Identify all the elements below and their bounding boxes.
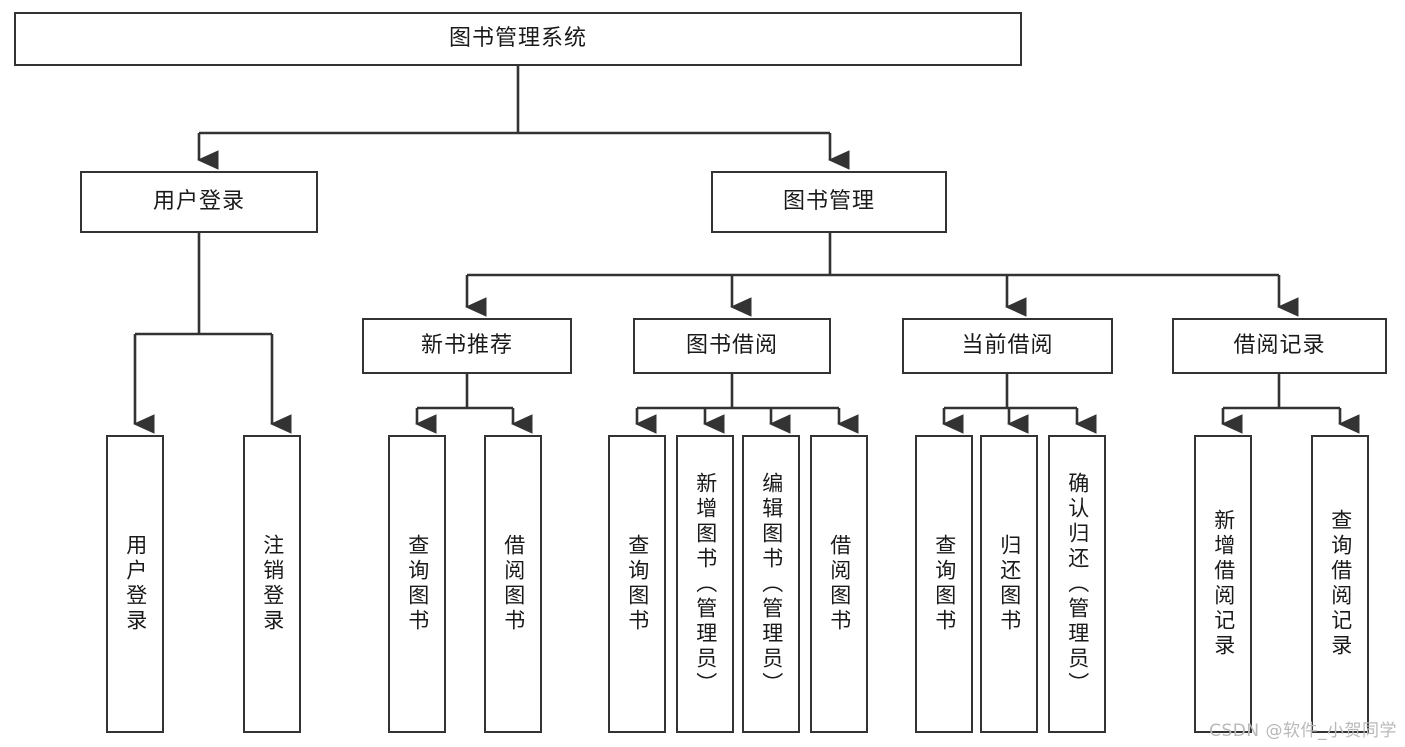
node-label: 借阅图书: [827, 534, 852, 634]
leaf-confirm-return-admin[interactable]: 确认归还（管理员）: [1048, 435, 1106, 733]
node-label: 新增借阅记录: [1211, 509, 1236, 659]
leaf-add-book-admin[interactable]: 新增图书（管理员）: [676, 435, 734, 733]
node-borrow-record[interactable]: 借阅记录: [1172, 318, 1387, 374]
node-label: 新书推荐: [420, 333, 513, 359]
node-label: 当前借阅: [961, 333, 1054, 359]
node-user-login[interactable]: 用户登录: [80, 171, 318, 233]
leaf-query-borrow-record[interactable]: 查询借阅记录: [1311, 435, 1369, 733]
node-label: 确认归还（管理员）: [1065, 471, 1090, 697]
leaf-query-book-current[interactable]: 查询图书: [915, 435, 973, 733]
node-new-book-recommend[interactable]: 新书推荐: [362, 318, 572, 374]
node-label: 查询图书: [405, 534, 430, 634]
node-label: 用户登录: [123, 534, 148, 634]
node-label: 归还图书: [997, 534, 1022, 634]
node-label: 注销登录: [260, 534, 285, 634]
node-book-borrow[interactable]: 图书借阅: [633, 318, 831, 374]
node-label: 借阅记录: [1233, 333, 1326, 359]
node-label: 图书管理: [782, 189, 875, 215]
leaf-return-book[interactable]: 归还图书: [980, 435, 1038, 733]
node-current-borrow[interactable]: 当前借阅: [902, 318, 1113, 374]
leaf-edit-book-admin[interactable]: 编辑图书（管理员）: [742, 435, 800, 733]
node-label: 编辑图书（管理员）: [759, 471, 784, 697]
node-root-system[interactable]: 图书管理系统: [14, 12, 1022, 66]
leaf-query-book-recommend[interactable]: 查询图书: [388, 435, 446, 733]
watermark-text: CSDN @软件_小贺同学: [1209, 721, 1397, 741]
node-book-management[interactable]: 图书管理: [711, 171, 947, 233]
node-label: 查询借阅记录: [1328, 509, 1353, 659]
node-label: 查询图书: [932, 534, 957, 634]
leaf-user-login[interactable]: 用户登录: [106, 435, 164, 733]
node-label: 用户登录: [152, 189, 245, 215]
leaf-logout[interactable]: 注销登录: [243, 435, 301, 733]
leaf-query-book-borrow[interactable]: 查询图书: [608, 435, 666, 733]
node-label: 图书借阅: [685, 333, 778, 359]
node-label: 借阅图书: [501, 534, 526, 634]
node-label: 新增图书（管理员）: [693, 471, 718, 697]
leaf-add-borrow-record[interactable]: 新增借阅记录: [1194, 435, 1252, 733]
node-label: 图书管理系统: [448, 26, 587, 52]
leaf-borrow-book[interactable]: 借阅图书: [810, 435, 868, 733]
node-label: 查询图书: [625, 534, 650, 634]
leaf-borrow-book-recommend[interactable]: 借阅图书: [484, 435, 542, 733]
